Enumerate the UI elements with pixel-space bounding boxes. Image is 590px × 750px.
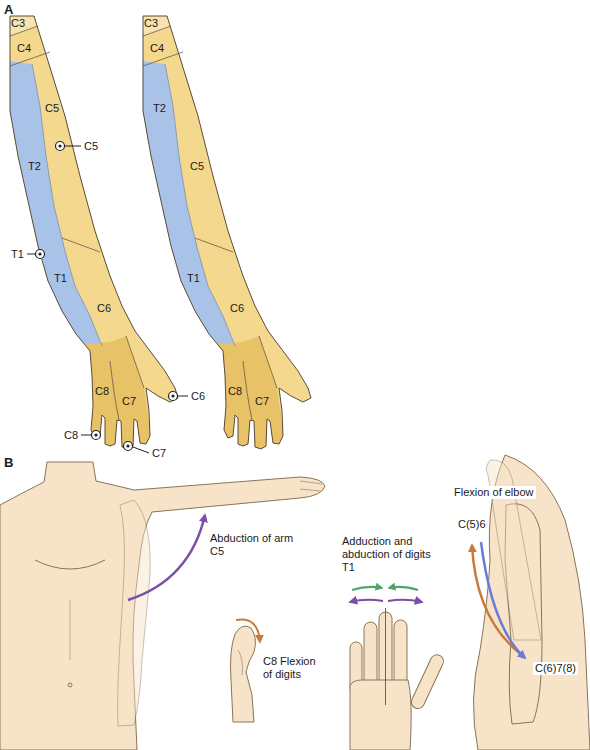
dermatome-label: C4 xyxy=(150,42,164,55)
callout-label: C7 xyxy=(152,447,166,460)
arm-dermatome-map xyxy=(10,16,155,461)
callout-markers xyxy=(27,142,188,454)
torso-figure xyxy=(0,462,325,750)
callout-label: C5 xyxy=(84,140,98,153)
dermatome-label: C4 xyxy=(17,42,31,55)
callout-markers xyxy=(38,252,41,255)
motion-arrow xyxy=(350,587,422,602)
motion-arrow xyxy=(389,587,418,590)
dermatome-label: C7 xyxy=(122,395,136,408)
dermatome-label: T1 xyxy=(54,272,67,285)
torso-figure xyxy=(35,560,105,569)
dermatome-label: C3 xyxy=(11,17,25,30)
dermatome-label: C5 xyxy=(45,102,59,115)
arm-dermatome-map xyxy=(10,26,144,420)
open-hand xyxy=(350,680,411,750)
arm-dermatome-map xyxy=(143,16,311,461)
arm-dermatome-map xyxy=(10,61,108,361)
callout-markers xyxy=(171,394,174,397)
open-hand xyxy=(350,608,446,750)
torso-figure xyxy=(68,683,72,687)
torso-figure xyxy=(118,500,151,726)
dermatome-label: C3 xyxy=(144,17,158,30)
callout-markers xyxy=(178,396,188,397)
open-hand xyxy=(385,608,386,705)
dermatome-label: T2 xyxy=(28,160,41,173)
torso-figure xyxy=(70,600,71,660)
arm-dermatome-map xyxy=(10,16,40,36)
callout-markers xyxy=(27,146,188,453)
callout-label: T1 xyxy=(11,248,24,261)
callout-markers xyxy=(56,142,65,151)
dermatome-label: C8 xyxy=(95,385,109,398)
callout-markers xyxy=(58,144,61,147)
dermatome-arms xyxy=(10,16,311,461)
torso-figure xyxy=(300,481,322,491)
callout-label: C6 xyxy=(191,390,205,403)
dermatome-label: C7 xyxy=(255,395,269,408)
callout-markers xyxy=(36,142,178,451)
arm-dermatome-map xyxy=(62,238,100,252)
motion-arrow xyxy=(350,600,383,602)
myotome-figures xyxy=(0,455,590,750)
flexing-hand xyxy=(238,650,243,675)
motion-arrow xyxy=(481,542,525,658)
movement-label: Adduction and abduction of digits T1 xyxy=(342,535,446,574)
motion-arrow xyxy=(236,619,260,642)
callout-label: C8 xyxy=(64,429,78,442)
motion-arrow xyxy=(352,587,382,590)
callout-markers xyxy=(133,447,149,453)
flexing-hand xyxy=(231,626,256,722)
panel-letter: B xyxy=(4,455,13,470)
myotome-label: C(6)7(8) xyxy=(533,662,578,675)
dermatome-label: T1 xyxy=(187,272,200,285)
callout-markers xyxy=(92,431,101,440)
callout-markers xyxy=(124,442,133,451)
movement-label: C8 Flexion of digits xyxy=(263,655,327,681)
callout-markers xyxy=(27,254,35,255)
movement-label: Abduction of arm C5 xyxy=(210,532,310,558)
callout-markers xyxy=(169,392,178,401)
arm-dermatome-map xyxy=(32,64,102,346)
flexing-hand xyxy=(231,626,256,722)
callout-markers xyxy=(94,433,97,436)
callout-markers xyxy=(36,250,45,259)
myotome-label: C(5)6 xyxy=(456,518,488,531)
side-figure xyxy=(473,455,590,750)
motion-arrow xyxy=(472,545,522,655)
dermatome-label: C6 xyxy=(97,302,111,315)
motion-arrow xyxy=(388,600,422,602)
torso-figure xyxy=(0,462,325,750)
dermatome-label: C8 xyxy=(228,385,242,398)
arm-dermatome-map xyxy=(80,336,155,461)
callout-markers xyxy=(38,144,174,447)
side-figure xyxy=(473,455,590,750)
dermatome-label: T2 xyxy=(153,102,166,115)
dermatome-label: C6 xyxy=(230,302,244,315)
motion-arrow xyxy=(128,515,205,600)
arm-dermatome-map xyxy=(126,336,144,388)
movement-label: Flexion of elbow xyxy=(452,486,536,499)
dermatome-label: C5 xyxy=(190,160,204,173)
open-hand xyxy=(409,653,445,711)
arm-dermatome-map xyxy=(10,52,50,66)
arm-dermatome-map xyxy=(110,361,119,420)
callout-markers xyxy=(81,435,91,436)
panel-letter: A xyxy=(4,2,13,17)
callout-markers xyxy=(126,444,129,447)
callout-markers xyxy=(65,146,81,147)
